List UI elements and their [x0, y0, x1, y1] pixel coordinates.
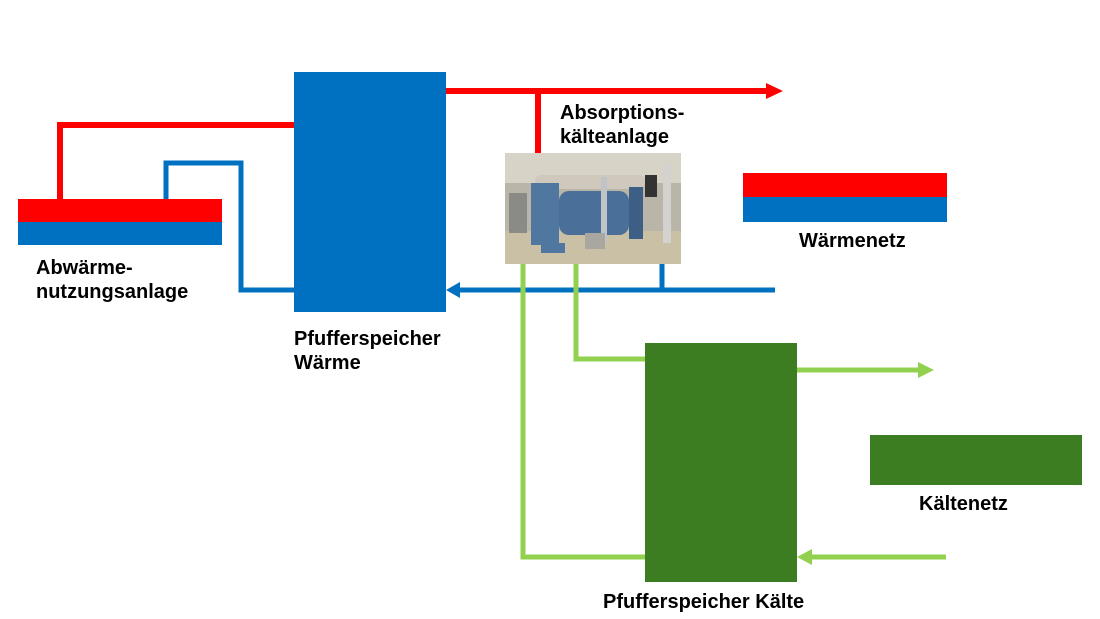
cold-pipe-return — [520, 263, 645, 560]
kaeltenetz-block — [870, 435, 1082, 485]
abwaerme-block-hot — [18, 199, 222, 222]
label-absorption: Absorptions- kälteanlage — [560, 101, 684, 149]
label-absorption-line1: Absorptions- — [560, 102, 685, 124]
label-kaeltenetz: Kältenetz — [919, 493, 1008, 515]
label-absorption-line2: kälteanlage — [560, 126, 669, 148]
waermenetz-cold — [743, 197, 947, 222]
pufferspeicher-kaelte — [645, 343, 797, 582]
label-abwaerme: Abwärme- nutzungsanlage — [36, 256, 188, 304]
hot-pipe-arrow — [766, 83, 783, 99]
waermenetz-hot — [743, 173, 947, 197]
label-waermenetz: Wärmenetz — [799, 230, 906, 252]
return-pipe-abwaerme — [163, 160, 295, 293]
label-pufferspeicher-kaelte: Pfufferspeicher Kälte — [603, 591, 805, 613]
label-pufferspeicher-waerme-line2: Wärme — [294, 352, 361, 374]
cold-pipe-supply — [573, 263, 645, 362]
absorption-chiller-photo — [505, 153, 681, 264]
label-abwaerme-line1: Abwärme- — [36, 257, 133, 279]
label-pufferspeicher-waerme-line1: Pfufferspeicher — [294, 328, 441, 350]
cold-pipe-arrow — [918, 362, 934, 378]
hot-pipe-abwaerme — [57, 122, 295, 199]
pufferspeicher-waerme — [294, 72, 446, 312]
cold-return-arrow — [797, 549, 812, 565]
label-pufferspeicher-waerme: Pfufferspeicher Wärme — [294, 327, 441, 375]
return-pipe-arrow — [446, 282, 460, 298]
abwaerme-block-cold — [18, 222, 222, 245]
label-abwaerme-line2: nutzungsanlage — [36, 281, 189, 303]
